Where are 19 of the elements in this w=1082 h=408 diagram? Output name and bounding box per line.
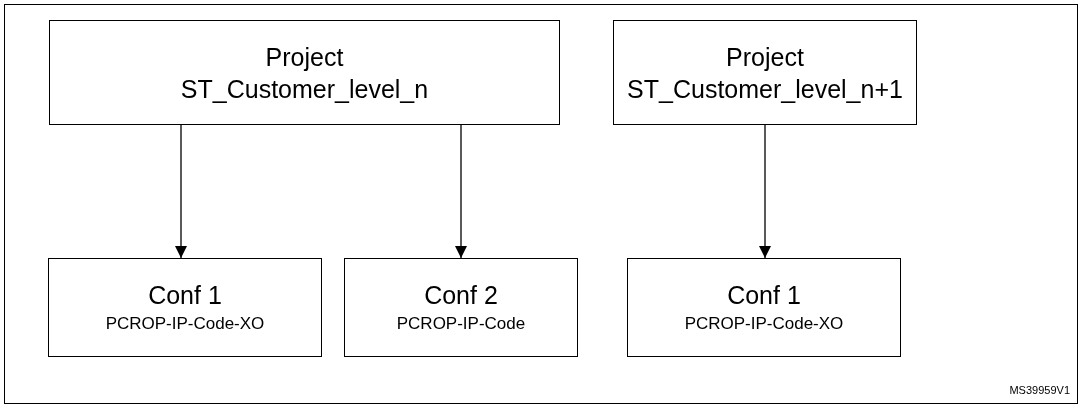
- arrow: [455, 124, 467, 259]
- box-title: Conf 1: [148, 279, 222, 311]
- process-box: [48, 258, 322, 357]
- process-box: [344, 258, 578, 357]
- box-subtitle: ST_Customer_level_n: [180, 73, 429, 105]
- box-title: Project: [726, 41, 804, 73]
- box-subtitle: ST_Customer_level_n+1: [627, 73, 903, 105]
- process-box: [613, 20, 917, 125]
- arrow: [759, 124, 771, 259]
- box-subtitle: PCROP-IP-Code-XO: [684, 312, 844, 335]
- process-box: [49, 20, 560, 125]
- box-title: Conf 1: [727, 279, 801, 311]
- box-title: Conf 2: [424, 279, 498, 311]
- box-subtitle: PCROP-IP-Code: [396, 312, 526, 335]
- box-title: Project: [265, 41, 344, 73]
- arrow: [175, 124, 187, 259]
- process-box: [627, 258, 901, 357]
- box-subtitle: PCROP-IP-Code-XO: [105, 312, 265, 335]
- figure-id: MS39959V1: [1009, 382, 1070, 398]
